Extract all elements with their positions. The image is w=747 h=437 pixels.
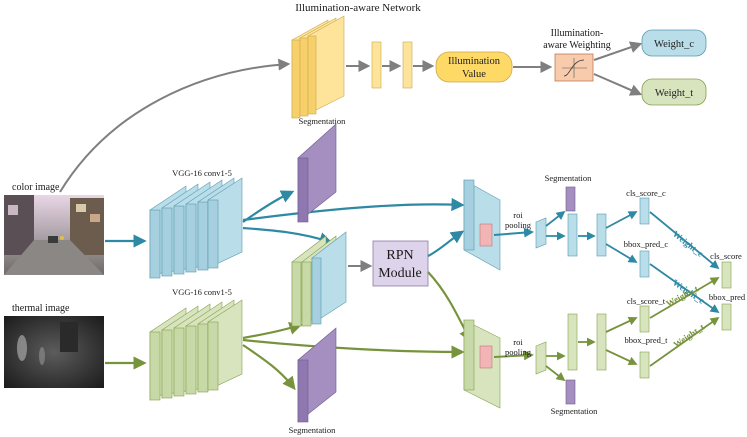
- seg-head-thermal: [565, 379, 576, 405]
- seg-head-color: [565, 186, 576, 212]
- weight-c-label: Weight_c: [654, 39, 694, 50]
- weighting-label-line2: aware Weighting: [543, 40, 611, 51]
- bbox-c-to-final-arrow: [649, 263, 720, 314]
- illumination-value-line2: Value: [462, 69, 486, 80]
- weighting-label-line1: Illumination-: [551, 28, 604, 39]
- vgg-color-to-roi-arrow: [242, 197, 465, 222]
- final-bbox-pred-label: bbox_pred: [709, 292, 746, 302]
- pool-color-to-seg-arrow: [545, 210, 566, 227]
- final-cls-score-block: [721, 261, 732, 289]
- arrow-to-weight-c: [593, 41, 643, 61]
- fc-color-to-cls-arrow: [605, 211, 638, 229]
- vgg-color-label: VGG-16 conv1-5: [172, 168, 232, 178]
- illumination-seg-label: Segmentation: [299, 116, 346, 126]
- seg-block-color: [297, 123, 337, 223]
- cls-score-c-label: cls_score_c: [626, 188, 666, 198]
- arrow-to-weight-t: [593, 73, 643, 96]
- bbox-t-to-final-arrow: [649, 316, 720, 367]
- weight-c-label-1: Weight_c: [671, 229, 706, 259]
- roi-feature-thermal: [463, 319, 501, 409]
- vgg-thermal-to-seg-arrow: [242, 344, 296, 391]
- fc-color-1: [567, 213, 578, 257]
- fc-color-to-bbox-arrow: [605, 243, 638, 263]
- thermal-image-label: thermal image: [12, 303, 70, 314]
- weight-t-node: Weight_t: [641, 78, 707, 106]
- weight-c-node: Weight_c: [641, 29, 707, 57]
- roi-box-thermal: [479, 345, 493, 369]
- roi-pooling-thermal-line1: roi: [513, 337, 523, 347]
- roi-pooling-thermal-line2: pooling: [505, 347, 532, 357]
- pool-thermal-to-seg-arrow: [545, 365, 566, 382]
- illumination-fc1: [371, 41, 382, 89]
- seg-top-label: Segmentation: [545, 173, 592, 183]
- roi-thermal-to-pool-arrow: [493, 350, 534, 361]
- fc-thermal-2: [596, 313, 607, 371]
- weighting-block: [554, 53, 594, 82]
- fc-color-2: [596, 213, 607, 257]
- network-title: Illumination-aware Network: [295, 2, 421, 14]
- fusion-feature-stack: [291, 231, 347, 327]
- vgg-thermal-to-roi-arrow: [242, 338, 465, 359]
- illumination-value-line1: Illumination: [448, 56, 501, 67]
- seg-bottom-label: Segmentation: [551, 406, 598, 416]
- cls-score-c-block: [639, 197, 650, 225]
- bbox-pred-c-block: [639, 250, 650, 278]
- bbox-pred-t-block: [639, 351, 650, 379]
- vgg-color-stack: [149, 177, 243, 279]
- bbox-pred-c-label: bbox_pred_c: [624, 239, 669, 249]
- roi-pooling-color-line2: pooling: [505, 220, 532, 230]
- rpn-to-color-roi-arrow: [427, 230, 465, 257]
- cls-score-t-label: cls_score_t: [627, 296, 666, 306]
- weight-t-label-2: Weight_t: [672, 322, 707, 350]
- bbox-pred-t-label: bbox_pred_t: [625, 335, 669, 345]
- fc-thermal-to-bbox-arrow: [605, 349, 638, 366]
- vgg-color-to-fusion-arrow: [242, 226, 333, 245]
- color-image: [4, 195, 104, 275]
- fc-thermal-1: [567, 313, 578, 371]
- roi-feature-color: [463, 179, 501, 271]
- rpn-line2: Module: [378, 266, 422, 281]
- illumination-value-node: Illumination Value: [435, 51, 513, 83]
- vgg-thermal-label: VGG-16 conv1-5: [172, 287, 232, 297]
- final-bbox-pred-block: [721, 303, 732, 331]
- cls-c-to-final-arrow: [649, 211, 720, 270]
- illumination-conv-stack: [291, 15, 345, 119]
- final-cls-score-label: cls_score: [710, 251, 742, 261]
- fc-thermal-to-cls-arrow: [605, 316, 638, 333]
- thermal-image: [4, 316, 104, 388]
- seg-block-thermal: [297, 327, 337, 423]
- color-image-label: color image: [12, 182, 60, 193]
- cls-score-t-block: [639, 305, 650, 333]
- rpn-module: RPN Module: [372, 240, 429, 287]
- vgg-thermal-stack: [149, 299, 243, 401]
- pool-block-thermal: [535, 341, 547, 375]
- rpn-line1: RPN: [386, 248, 413, 263]
- seg-bottom-left-label: Segmentation: [289, 425, 336, 435]
- pool-block-color: [535, 217, 547, 249]
- weight-t-label: Weight_t: [655, 88, 693, 99]
- illumination-fc2: [402, 41, 413, 89]
- roi-box-color: [479, 223, 493, 247]
- color-to-illumination-arrow: [59, 58, 291, 193]
- cls-t-to-final-arrow: [649, 277, 720, 319]
- roi-pooling-color-line1: roi: [513, 210, 523, 220]
- roi-color-to-pool-arrow: [493, 227, 534, 238]
- vgg-thermal-to-fusion-arrow: [242, 322, 303, 340]
